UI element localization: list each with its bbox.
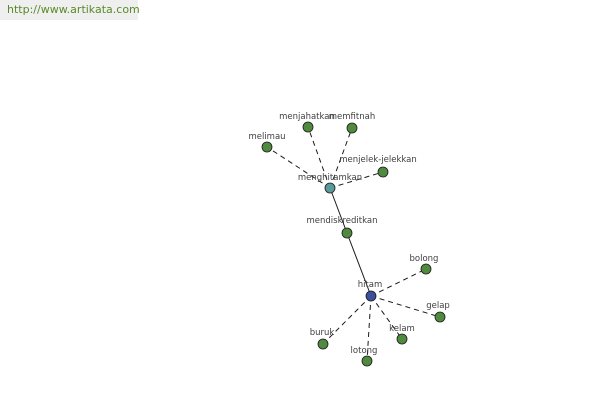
node-bolong[interactable] <box>420 263 432 275</box>
node-label-kelam[interactable]: kelam <box>389 324 415 334</box>
node-label-gelap[interactable]: gelap <box>426 301 450 311</box>
node-mendiskreditkan[interactable] <box>341 227 353 239</box>
node-label-mendiskreditkan[interactable]: mendiskreditkan <box>306 216 377 226</box>
node-label-lotong[interactable]: lotong <box>351 346 378 356</box>
edge-menghitamkan-melimau <box>266 146 331 189</box>
edge-hitam-lotong <box>366 295 372 362</box>
node-lotong[interactable] <box>361 355 373 367</box>
graph-nodes: menghitamkan hitam mendiskreditkan menjahat… <box>248 112 450 367</box>
edge-menghitamkan-memfitnah <box>329 127 353 189</box>
edge-hitam-bolong <box>370 268 427 297</box>
node-menghitamkan[interactable] <box>324 182 336 194</box>
node-label-hitam[interactable]: hitam <box>358 280 383 290</box>
node-melimau[interactable] <box>261 141 273 153</box>
node-hitam[interactable] <box>365 290 377 302</box>
node-label-buruk[interactable]: buruk <box>310 328 335 338</box>
node-label-melimau[interactable]: melimau <box>248 132 285 142</box>
graph-edges <box>266 126 441 362</box>
node-label-menjahatkan[interactable]: menjahatkan <box>279 112 335 122</box>
edge-menghitamkan-menjelek-jelekkan <box>329 171 384 189</box>
edge-mendiskreditkan-hitam <box>346 232 372 297</box>
site-url-banner[interactable]: http://www.artikata.com <box>0 0 140 20</box>
node-label-menjelek-jelekkan[interactable]: menjelek-jelekkan <box>339 155 417 165</box>
node-buruk[interactable] <box>317 338 329 350</box>
edge-hitam-gelap <box>370 295 441 318</box>
node-gelap[interactable] <box>434 311 446 323</box>
node-kelam[interactable] <box>396 333 408 345</box>
node-menjahatkan[interactable] <box>302 121 314 133</box>
node-memfitnah[interactable] <box>346 122 358 134</box>
edge-hitam-buruk <box>322 295 372 345</box>
edge-menghitamkan-menjahatkan <box>307 126 331 189</box>
node-label-bolong[interactable]: bolong <box>410 254 439 264</box>
node-menjelek-jelekkan[interactable] <box>377 166 389 178</box>
node-label-menghitamkan[interactable]: menghitamkan <box>298 173 362 183</box>
node-label-memfitnah[interactable]: memfitnah <box>329 112 375 122</box>
edge-menghitamkan-mendiskreditkan <box>329 187 348 234</box>
